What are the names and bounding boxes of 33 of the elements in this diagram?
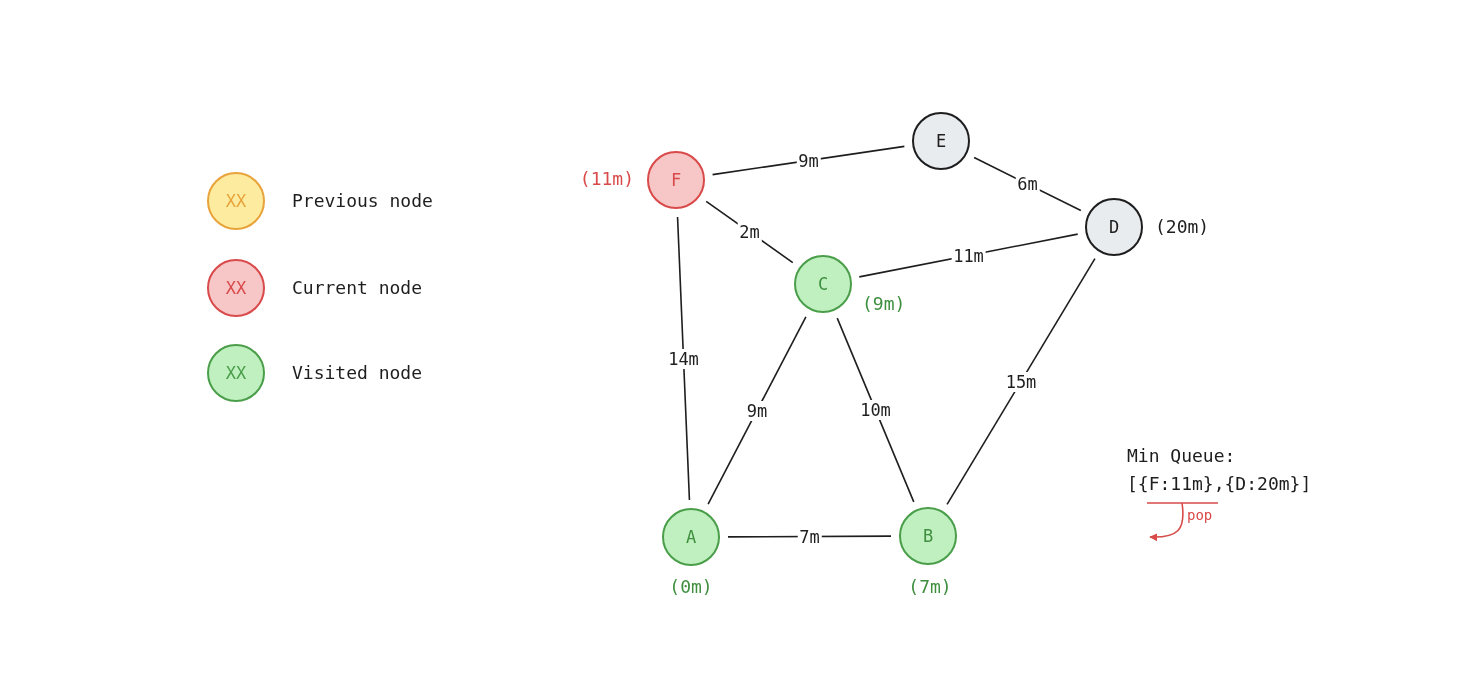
- legend-symbol-text: XX: [225, 278, 247, 298]
- graph-edge: [707, 316, 807, 505]
- graph-edge: [946, 257, 1096, 506]
- edge-label: 9m: [744, 400, 770, 421]
- node-label: B: [922, 526, 934, 546]
- distance-label: (9m): [862, 293, 906, 314]
- graph-edge: [676, 216, 691, 501]
- edge-label: 6m: [1015, 174, 1040, 194]
- legend-label: Visited node: [292, 362, 423, 383]
- node-label: C: [817, 274, 829, 294]
- node-circle: [899, 507, 957, 565]
- legend-label: Previous node: [292, 190, 433, 211]
- node-circle: [662, 508, 720, 566]
- node-label: F: [670, 170, 682, 190]
- graph-edge: [836, 317, 915, 503]
- node-circle: [912, 112, 970, 170]
- legend-symbol-text: XX: [225, 191, 247, 211]
- edge-label: 2m: [737, 222, 762, 242]
- distance-label: (20m): [1155, 216, 1210, 237]
- node-label: A: [685, 527, 697, 547]
- distance-label: (11m): [579, 168, 634, 189]
- node-label: D: [1108, 217, 1120, 237]
- legend-label: Current node: [292, 277, 423, 298]
- queue-title: Min Queue:: [1127, 445, 1236, 466]
- operation-label: pop: [1187, 507, 1213, 523]
- node-circle: [794, 255, 852, 313]
- node-label: E: [935, 131, 947, 151]
- node-circle: [647, 151, 705, 209]
- node-circle: [1085, 198, 1143, 256]
- queue-contents: [{F:11m},{D:20m}]: [1127, 473, 1312, 494]
- distance-label: (7m): [908, 576, 952, 597]
- legend-symbol-text: XX: [225, 363, 247, 383]
- distance-label: (0m): [669, 576, 713, 597]
